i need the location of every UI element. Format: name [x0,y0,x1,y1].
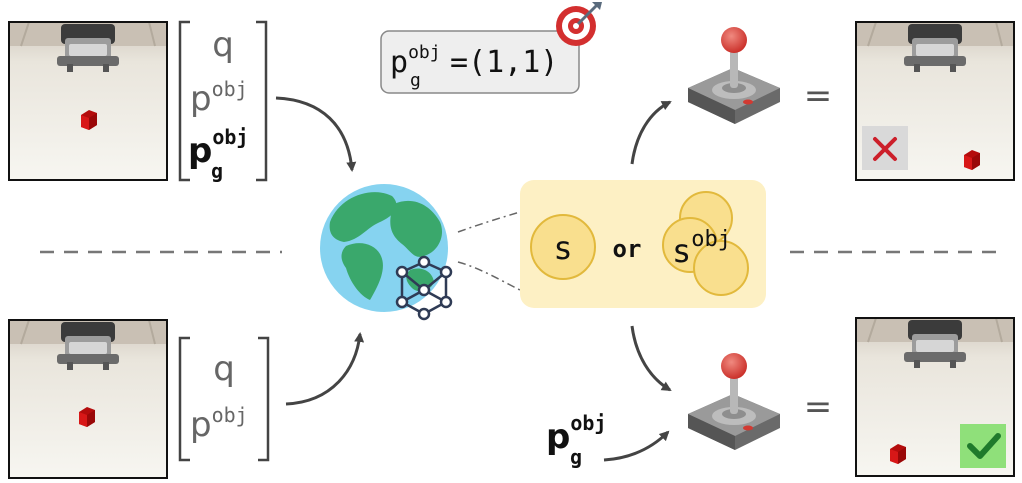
scene-image-top-right [855,21,1015,181]
arrow-goal-to-bottom-policy [603,430,670,462]
state-representation-box: s or sobj [520,180,766,308]
joint-state-label: q [213,349,235,389]
scene-image-bottom-left [8,319,168,479]
state-circle [530,214,596,280]
connector-lower [457,261,521,291]
cross-icon [873,137,897,161]
joint-state-label: q [212,25,234,65]
connector-upper [457,211,521,233]
object-pose-label: pobj [190,403,248,445]
failure-badge [862,126,908,170]
arrow-state-to-bottom-policy [630,325,672,392]
object-pose-label: pobj [190,77,248,119]
scene-image-bottom-right [855,317,1015,477]
arrow-state-to-top-policy [630,100,672,165]
arrow-top-input-to-globe [275,96,357,172]
bottom-input-vector: q pobj [178,336,270,462]
equals-sign-top: = [804,76,833,116]
joystick-icon [688,353,780,450]
left-bracket [178,336,190,462]
check-icon [967,433,1001,459]
equals-sign-bottom: = [804,387,833,427]
left-bracket [178,20,190,182]
arrow-bottom-input-to-globe [285,332,365,406]
right-bracket [256,20,268,182]
joystick-icon [688,27,780,124]
scene-image-top-left [8,21,168,181]
right-bracket [258,336,270,462]
object-state-label: sobj [672,227,731,270]
neural-network-icon [395,255,453,321]
object-state-circle [693,240,749,296]
world-model-globe-icon [320,184,448,312]
state-label: s [553,229,572,267]
or-label: or [613,235,642,263]
target-icon [556,2,602,46]
success-badge [960,424,1006,468]
